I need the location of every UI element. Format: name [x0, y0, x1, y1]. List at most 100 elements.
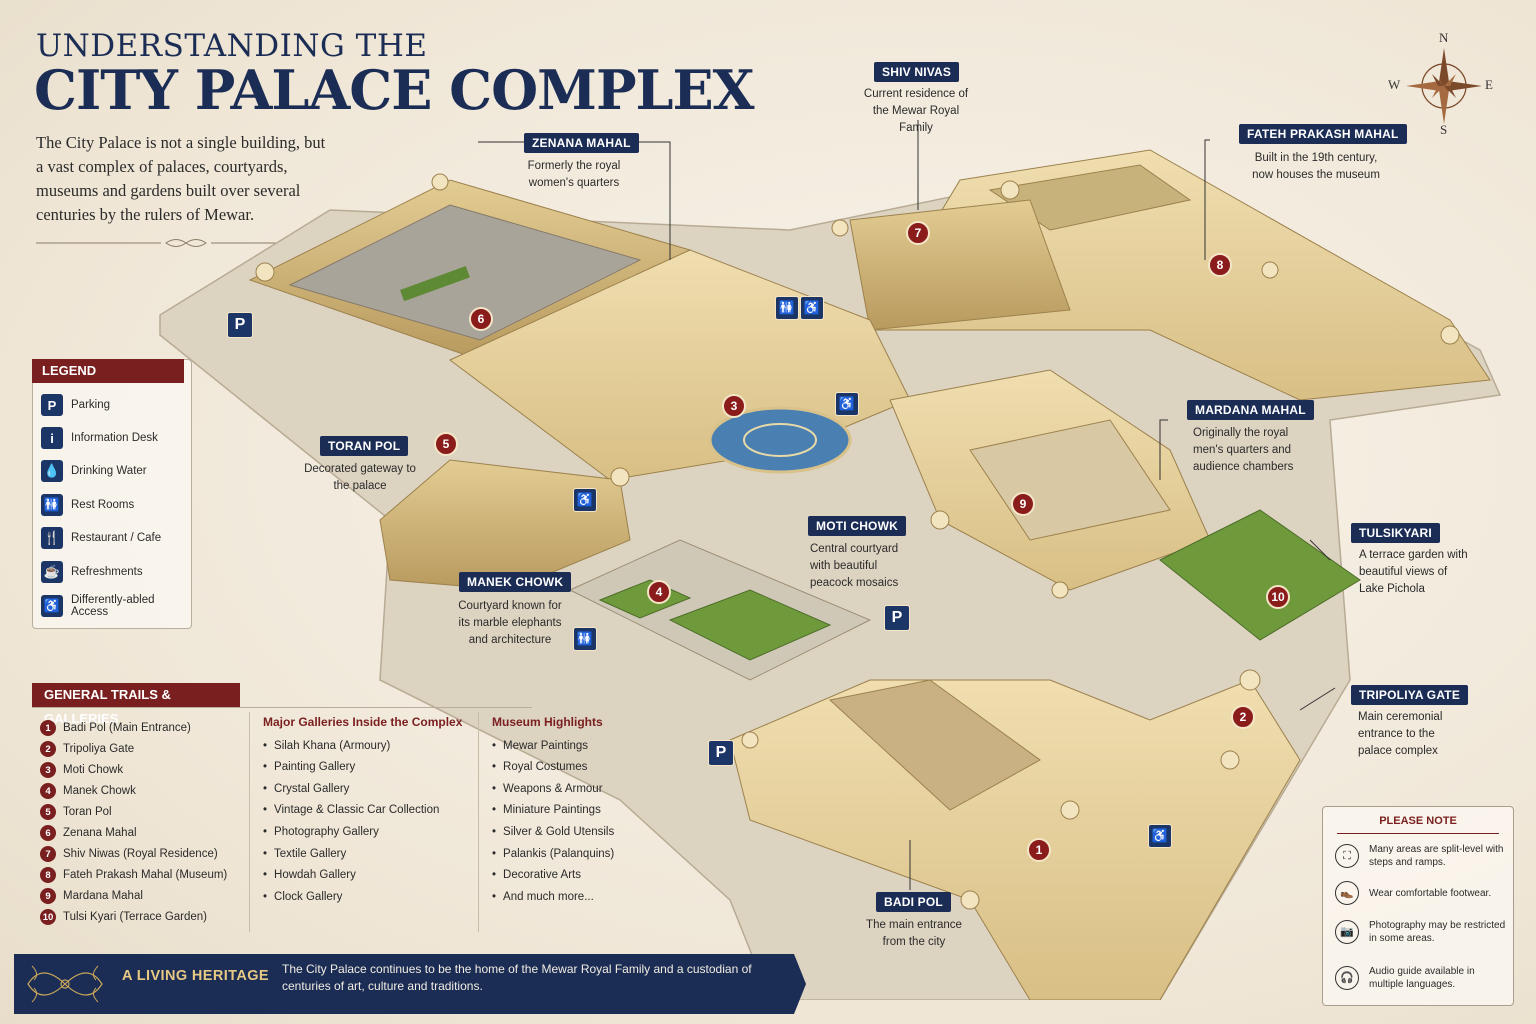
gallery-item: Clock Gallery — [263, 887, 342, 907]
label-badi-pol: BADI POL — [876, 892, 951, 912]
compass-rose: N S E W — [1380, 30, 1500, 138]
highlights-title: Museum Highlights — [492, 715, 603, 729]
gallery-item: Crystal Gallery — [263, 779, 349, 799]
map-marker-5[interactable]: 5 — [434, 432, 458, 456]
map-marker-6[interactable]: 6 — [469, 307, 493, 331]
map-marker-8[interactable]: 8 — [1208, 253, 1232, 277]
restroom-icon: 🚻 — [41, 494, 63, 516]
note-item: 👞Wear comfortable footwear. — [1335, 881, 1509, 905]
desc-shiv-nivas: Current residence of the Mewar Royal Fam… — [863, 88, 969, 134]
trails-divider — [32, 707, 532, 708]
highlight-item: And much more... — [492, 887, 594, 907]
heritage-banner — [14, 954, 806, 1014]
label-moti-chowk: MOTI CHOWK — [808, 516, 906, 536]
legend-title: LEGEND — [32, 359, 184, 383]
banner-title: A LIVING HERITAGE — [122, 968, 269, 984]
stairs-icon: ⛶ — [1335, 844, 1359, 868]
gallery-item: Silah Khana (Armoury) — [263, 736, 390, 756]
desc-tripoliya-gate: Main ceremonial entrance to the palace c… — [1358, 711, 1443, 757]
cup-icon: ☕ — [41, 561, 63, 583]
note-divider — [1337, 833, 1499, 834]
page-title: CITY PALACE COMPLEX — [34, 58, 755, 122]
legend-item-access: ♿Differently-abled Access — [41, 593, 191, 619]
desc-zenana-mahal: Formerly the royal women's quarters — [527, 160, 621, 189]
badi-pol-block — [729, 679, 1301, 1000]
gallery-item: Howdah Gallery — [263, 865, 356, 885]
gallery-item: Painting Gallery — [263, 757, 355, 777]
label-fateh-prakash-mahal: FATEH PRAKASH MAHAL — [1239, 124, 1407, 144]
gallery-item: Vintage & Classic Car Collection — [263, 800, 439, 820]
desc-fateh-prakash-mahal: Built in the 19th century, now houses th… — [1252, 152, 1380, 181]
restaurant-icon: 🍴 — [41, 527, 63, 549]
moti-chowk-mosaic — [708, 406, 852, 474]
gallery-item: Photography Gallery — [263, 822, 379, 842]
banner-text: The City Palace continues to be the home… — [282, 962, 752, 993]
wheelchair-icon[interactable]: ♿ — [1148, 824, 1172, 848]
wheelchair-icon[interactable]: ♿ — [573, 488, 597, 512]
desc-tulsikyari: A terrace garden with beautiful views of… — [1359, 549, 1468, 595]
gallery-item: Textile Gallery — [263, 844, 346, 864]
camera-icon: 📷 — [1335, 920, 1359, 944]
map-marker-1[interactable]: 1 — [1027, 838, 1051, 862]
highlight-item: Palankis (Palanquins) — [492, 844, 614, 864]
label-zenana-mahal: ZENANA MAHAL — [524, 133, 639, 153]
note-item: ⛶Many areas are split-level with steps a… — [1335, 843, 1509, 869]
headphones-icon: 🎧 — [1335, 966, 1359, 990]
label-manek-chowk: MANEK CHOWK — [459, 572, 572, 592]
map-marker-9[interactable]: 9 — [1011, 492, 1035, 516]
map-marker-4[interactable]: 4 — [647, 580, 671, 604]
map-marker-2[interactable]: 2 — [1231, 705, 1255, 729]
parking-icon: P — [41, 394, 63, 416]
title-line-1: UNDERSTANDING THE — [36, 28, 428, 64]
label-mardana-mahal: MARDANA MAHAL — [1187, 400, 1314, 420]
desc-toran-pol: Decorated gateway to the palace — [304, 463, 416, 492]
highlight-item: Miniature Paintings — [492, 800, 601, 820]
highlight-item: Decorative Arts — [492, 865, 581, 885]
please-note-panel: PLEASE NOTE ⛶Many areas are split-level … — [1322, 806, 1514, 1006]
label-toran-pol: TORAN POL — [320, 436, 409, 456]
restroom-icon[interactable]: 🚻 — [775, 296, 799, 320]
column-divider — [478, 712, 479, 932]
note-item: 📷Photography may be restricted in some a… — [1335, 919, 1509, 945]
compass-south: S — [1440, 122, 1448, 137]
wheelchair-icon[interactable]: ♿ — [800, 296, 824, 320]
galleries-title: Major Galleries Inside the Complex — [263, 715, 463, 729]
ornament-icon — [27, 965, 103, 1003]
highlight-item: Silver & Gold Utensils — [492, 822, 614, 842]
legend-item-refreshments: ☕Refreshments — [41, 559, 191, 585]
note-item: 🎧Audio guide available in multiple langu… — [1335, 965, 1509, 991]
toran-pol-block — [379, 459, 631, 591]
intro-text: The City Palace is not a single building… — [36, 133, 326, 224]
column-divider — [249, 712, 250, 932]
parking-icon[interactable]: P — [227, 312, 253, 338]
parking-icon[interactable]: P — [884, 605, 910, 631]
wheelchair-icon[interactable]: ♿ — [835, 392, 859, 416]
legend-item-water: 💧Drinking Water — [41, 458, 191, 484]
wheelchair-icon: ♿ — [41, 595, 63, 617]
map-marker-10[interactable]: 10 — [1266, 585, 1290, 609]
compass-east: E — [1485, 77, 1493, 92]
label-tripoliya-gate: TRIPOLIYA GATE — [1351, 685, 1469, 705]
desc-badi-pol: The main entrance from the city — [866, 919, 962, 948]
map-marker-7[interactable]: 7 — [906, 221, 930, 245]
legend-item-restaurant: 🍴Restaurant / Cafe — [41, 525, 191, 551]
desc-moti-chowk: Central courtyard with beautiful peacock… — [810, 543, 899, 589]
parking-icon[interactable]: P — [708, 740, 734, 766]
tulsi-kyari-garden — [1159, 509, 1361, 641]
map-marker-3[interactable]: 3 — [722, 394, 746, 418]
highlight-item: Mewar Paintings — [492, 736, 588, 756]
restroom-icon[interactable]: 🚻 — [573, 627, 597, 651]
label-shiv-nivas: SHIV NIVAS — [874, 62, 960, 82]
